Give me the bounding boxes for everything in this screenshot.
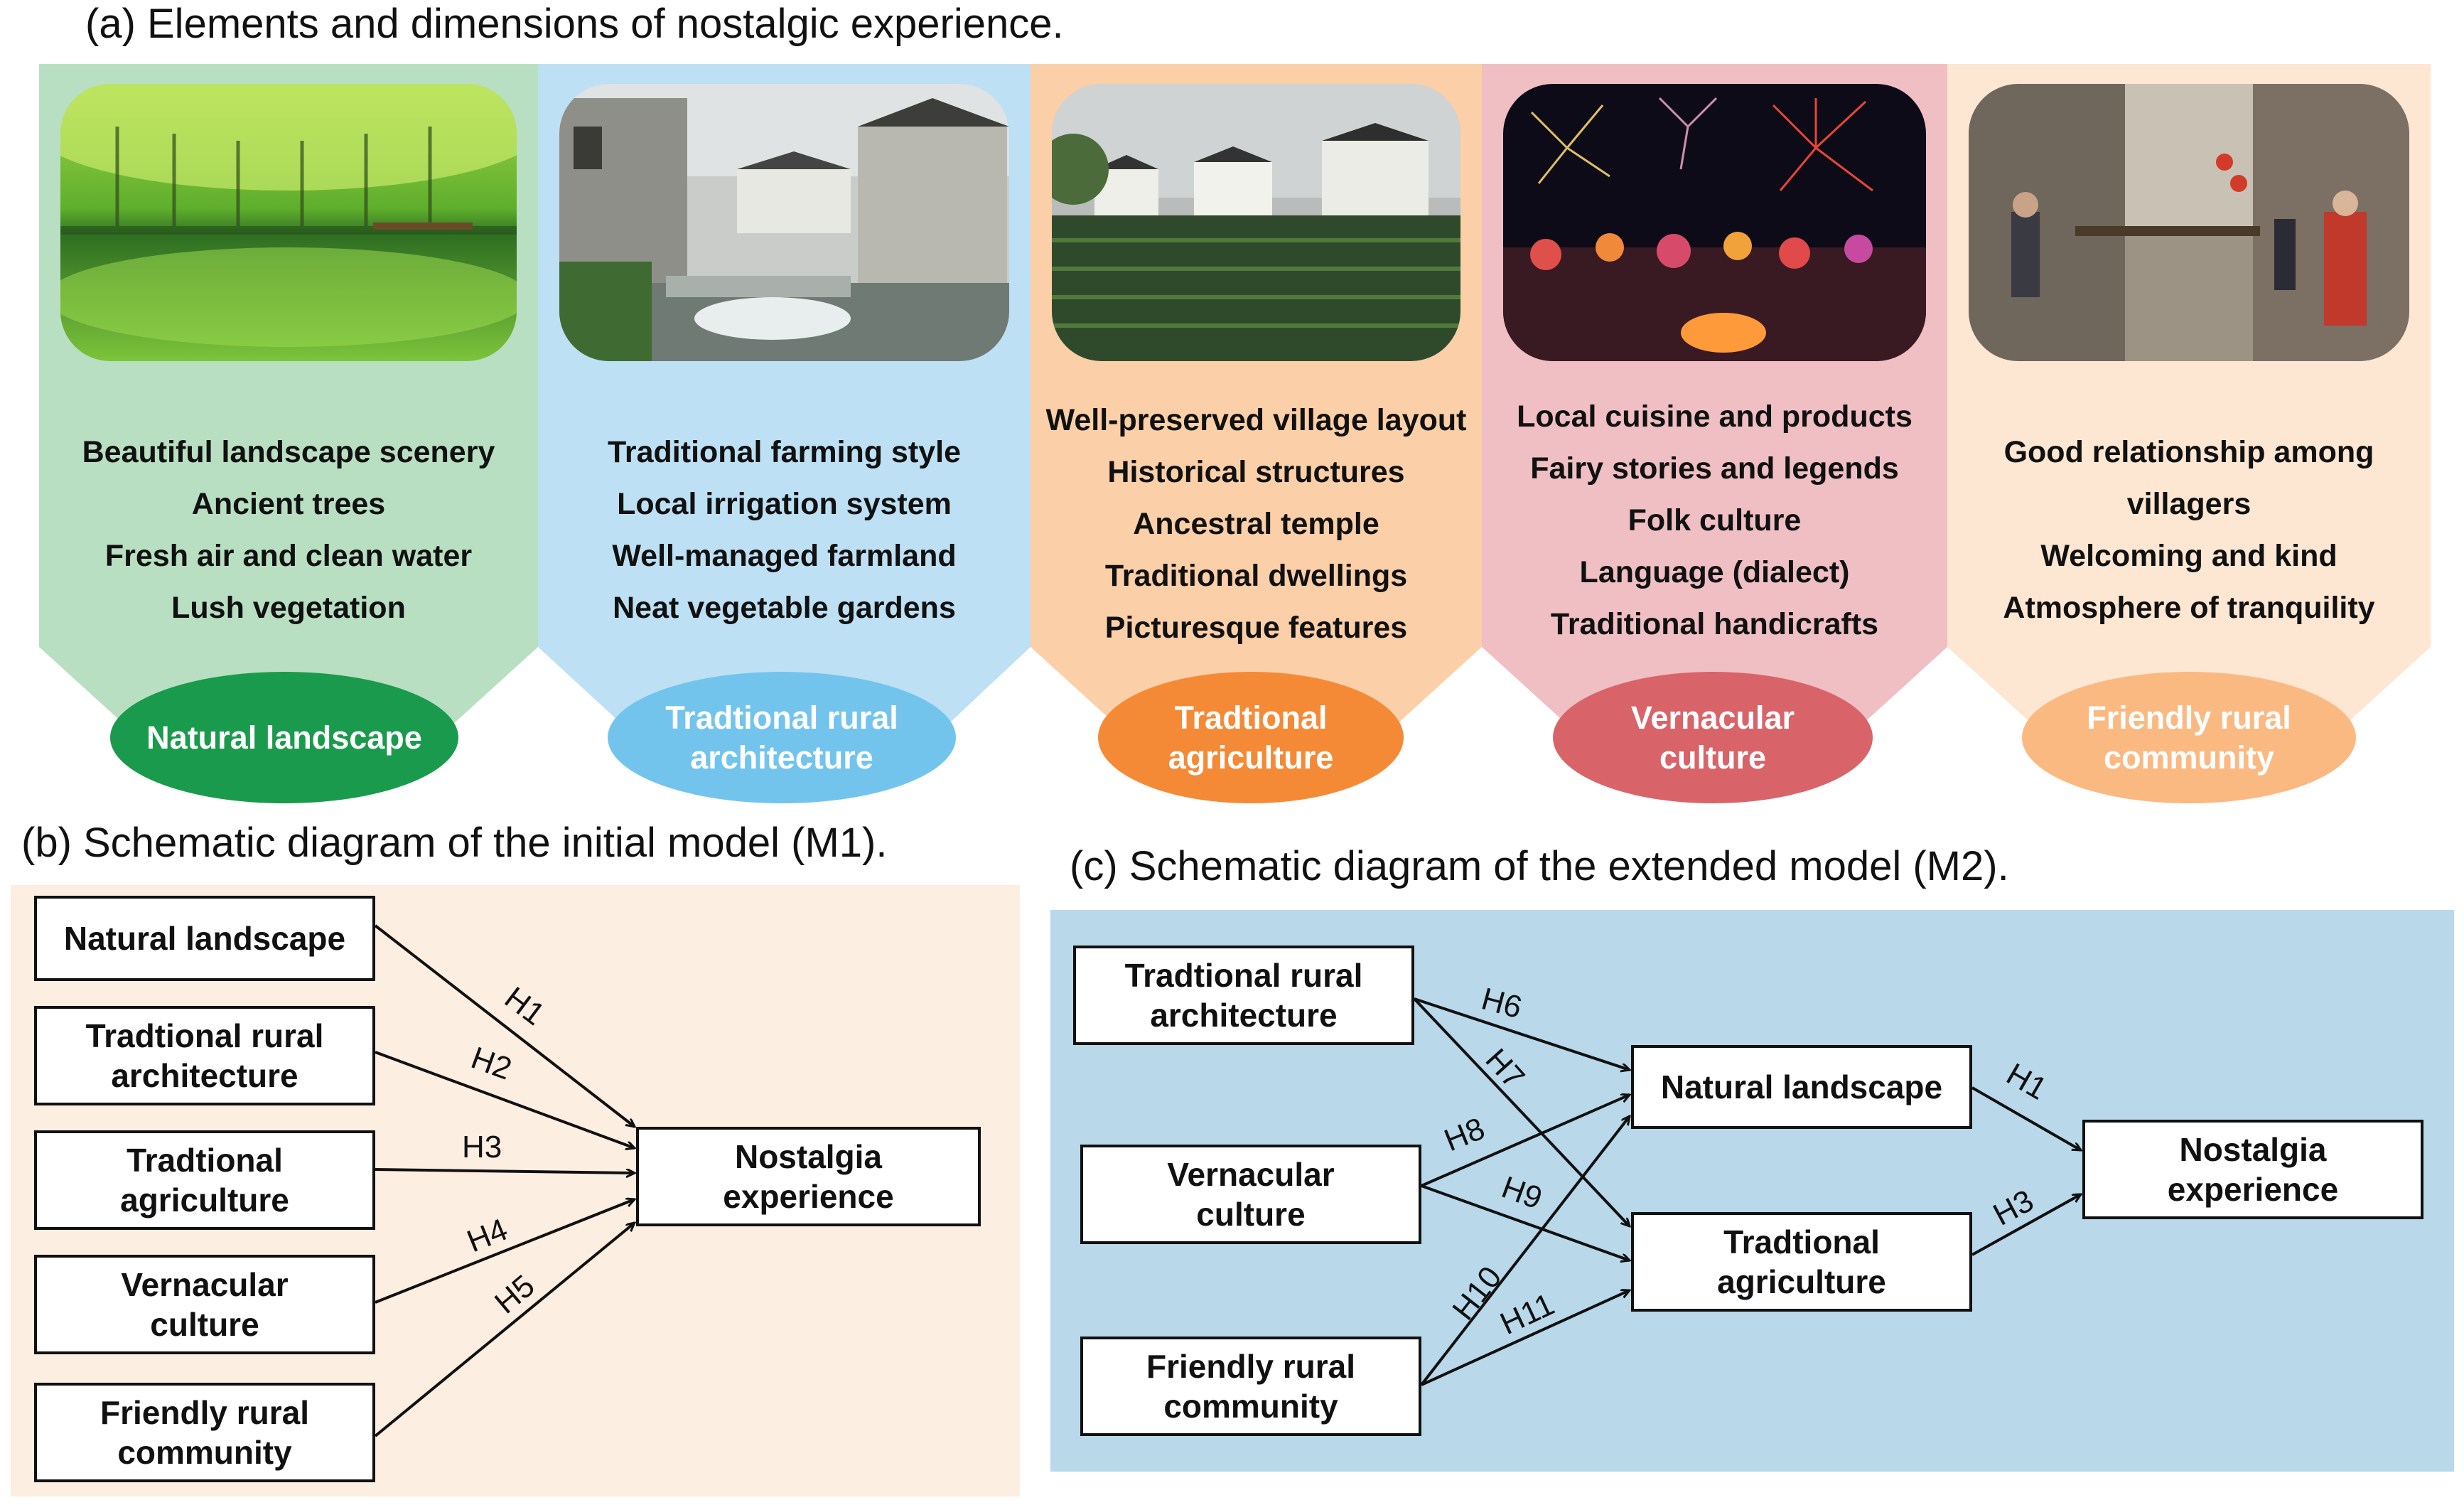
column-rural-architecture: Traditional farming style Local irrigati… xyxy=(538,64,1031,803)
path-h7 xyxy=(1413,997,1630,1226)
item: Beautiful landscape scenery xyxy=(82,435,495,469)
rural-architecture-photo xyxy=(559,84,1009,361)
label-natural-landscape: Natural landscape xyxy=(110,672,458,803)
box-c-vernacular-culture: Vernacular culture xyxy=(1080,1145,1421,1244)
item: Local cuisine and products xyxy=(1517,400,1912,434)
item: Ancestral temple xyxy=(1133,507,1379,541)
panel-b-title: (b) Schematic diagram of the initial mod… xyxy=(21,820,888,866)
item: Good relationship among xyxy=(2003,435,2374,469)
path-h9 xyxy=(1421,1184,1630,1260)
box-c-natural-landscape: Natural landscape xyxy=(1631,1045,1972,1129)
label-vernacular-culture: Vernacular culture xyxy=(1553,672,1873,803)
column-vernacular-culture: Local cuisine and products Fairy stories… xyxy=(1482,64,1947,803)
path-h6 xyxy=(1414,997,1630,1070)
box-b-nostalgia-experience: Nostalgia experience xyxy=(636,1127,981,1226)
path-h3-c xyxy=(1971,1193,2081,1256)
label-friendly-community: Friendly rural community xyxy=(2022,672,2356,803)
item: Fresh air and clean water xyxy=(104,539,473,573)
box-c-nostalgia-experience: Nostalgia experience xyxy=(2082,1120,2423,1219)
friendly-community-photo xyxy=(1969,84,2409,361)
panel-c-title: (c) Schematic diagram of the extended mo… xyxy=(1070,843,2009,889)
path-h11 xyxy=(1421,1290,1630,1386)
item: Atmosphere of tranquility xyxy=(2003,591,2375,625)
path-h10 xyxy=(1420,1116,1630,1386)
column-natural-landscape: Beautiful landscape scenery Ancient tree… xyxy=(39,64,538,803)
item: Well-preserved village layout xyxy=(1045,403,1467,437)
item: Well-managed farmland xyxy=(612,539,957,573)
item: villagers xyxy=(2126,487,2252,521)
item: Traditional handicrafts xyxy=(1550,607,1879,641)
path-h1 xyxy=(374,924,635,1127)
path-h1-c xyxy=(1971,1086,2081,1152)
box-b-rural-architecture: Tradtional rural architecture xyxy=(34,1006,375,1105)
path-label: H1 xyxy=(2001,1056,2053,1107)
item: Folk culture xyxy=(1628,503,1802,537)
item: Traditional farming style xyxy=(608,435,961,469)
label-rural-architecture: Tradtional rural architecture xyxy=(608,672,956,803)
item: Language (dialect) xyxy=(1579,555,1850,589)
item: Local irrigation system xyxy=(617,487,952,521)
vernacular-culture-photo xyxy=(1503,84,1926,361)
item: Ancient trees xyxy=(191,487,386,521)
panel-a-title: (a) Elements and dimensions of nostalgic… xyxy=(85,1,1064,47)
traditional-agriculture-items: Well-preserved village layout Historical… xyxy=(1038,395,1475,654)
box-b-natural-landscape: Natural landscape xyxy=(34,896,375,981)
path-label: H11 xyxy=(1495,1287,1560,1341)
path-label: H9 xyxy=(1497,1169,1547,1216)
box-b-vernacular-culture: Vernacular culture xyxy=(34,1255,375,1354)
column-friendly-community: Good relationship among villagers Welcom… xyxy=(1947,64,2431,803)
item: Fairy stories and legends xyxy=(1530,451,1899,486)
item: Welcoming and kind xyxy=(2040,539,2337,573)
vernacular-culture-items: Local cuisine and products Fairy stories… xyxy=(1489,391,1940,650)
column-traditional-agriculture: Well-preserved village layout Historical… xyxy=(1031,64,1482,803)
friendly-community-items: Good relationship among villagers Welcom… xyxy=(1954,427,2423,634)
rural-architecture-items: Traditional farming style Local irrigati… xyxy=(545,427,1023,634)
item: Historical structures xyxy=(1107,455,1405,489)
path-h5 xyxy=(374,1223,635,1437)
path-h8 xyxy=(1421,1095,1630,1187)
box-c-traditional-agriculture: Tradtional agriculture xyxy=(1631,1212,1972,1312)
box-c-rural-architecture: Tradtional rural architecture xyxy=(1073,946,1414,1045)
path-h4 xyxy=(375,1199,635,1304)
natural-landscape-items: Beautiful landscape scenery Ancient tree… xyxy=(46,427,531,634)
path-label: H8 xyxy=(1439,1111,1490,1159)
path-h3 xyxy=(375,1168,635,1173)
item: Picturesque features xyxy=(1104,611,1408,645)
natural-landscape-photo xyxy=(60,84,517,361)
traditional-agriculture-photo xyxy=(1052,84,1460,361)
item: Neat vegetable gardens xyxy=(613,591,956,625)
item: Lush vegetation xyxy=(171,591,406,625)
path-label: H6 xyxy=(1478,981,1525,1025)
box-b-traditional-agriculture: Tradtional agriculture xyxy=(34,1130,375,1230)
item: Traditional dwellings xyxy=(1104,559,1408,593)
path-label: H3 xyxy=(1988,1183,2040,1233)
box-b-friendly-community: Friendly rural community xyxy=(34,1383,375,1482)
path-label: H3 xyxy=(462,1130,502,1164)
box-c-friendly-community: Friendly rural community xyxy=(1080,1337,1421,1436)
path-h2 xyxy=(375,1051,635,1148)
path-label: H7 xyxy=(1479,1042,1532,1096)
label-traditional-agriculture: Tradtional agriculture xyxy=(1098,672,1404,803)
